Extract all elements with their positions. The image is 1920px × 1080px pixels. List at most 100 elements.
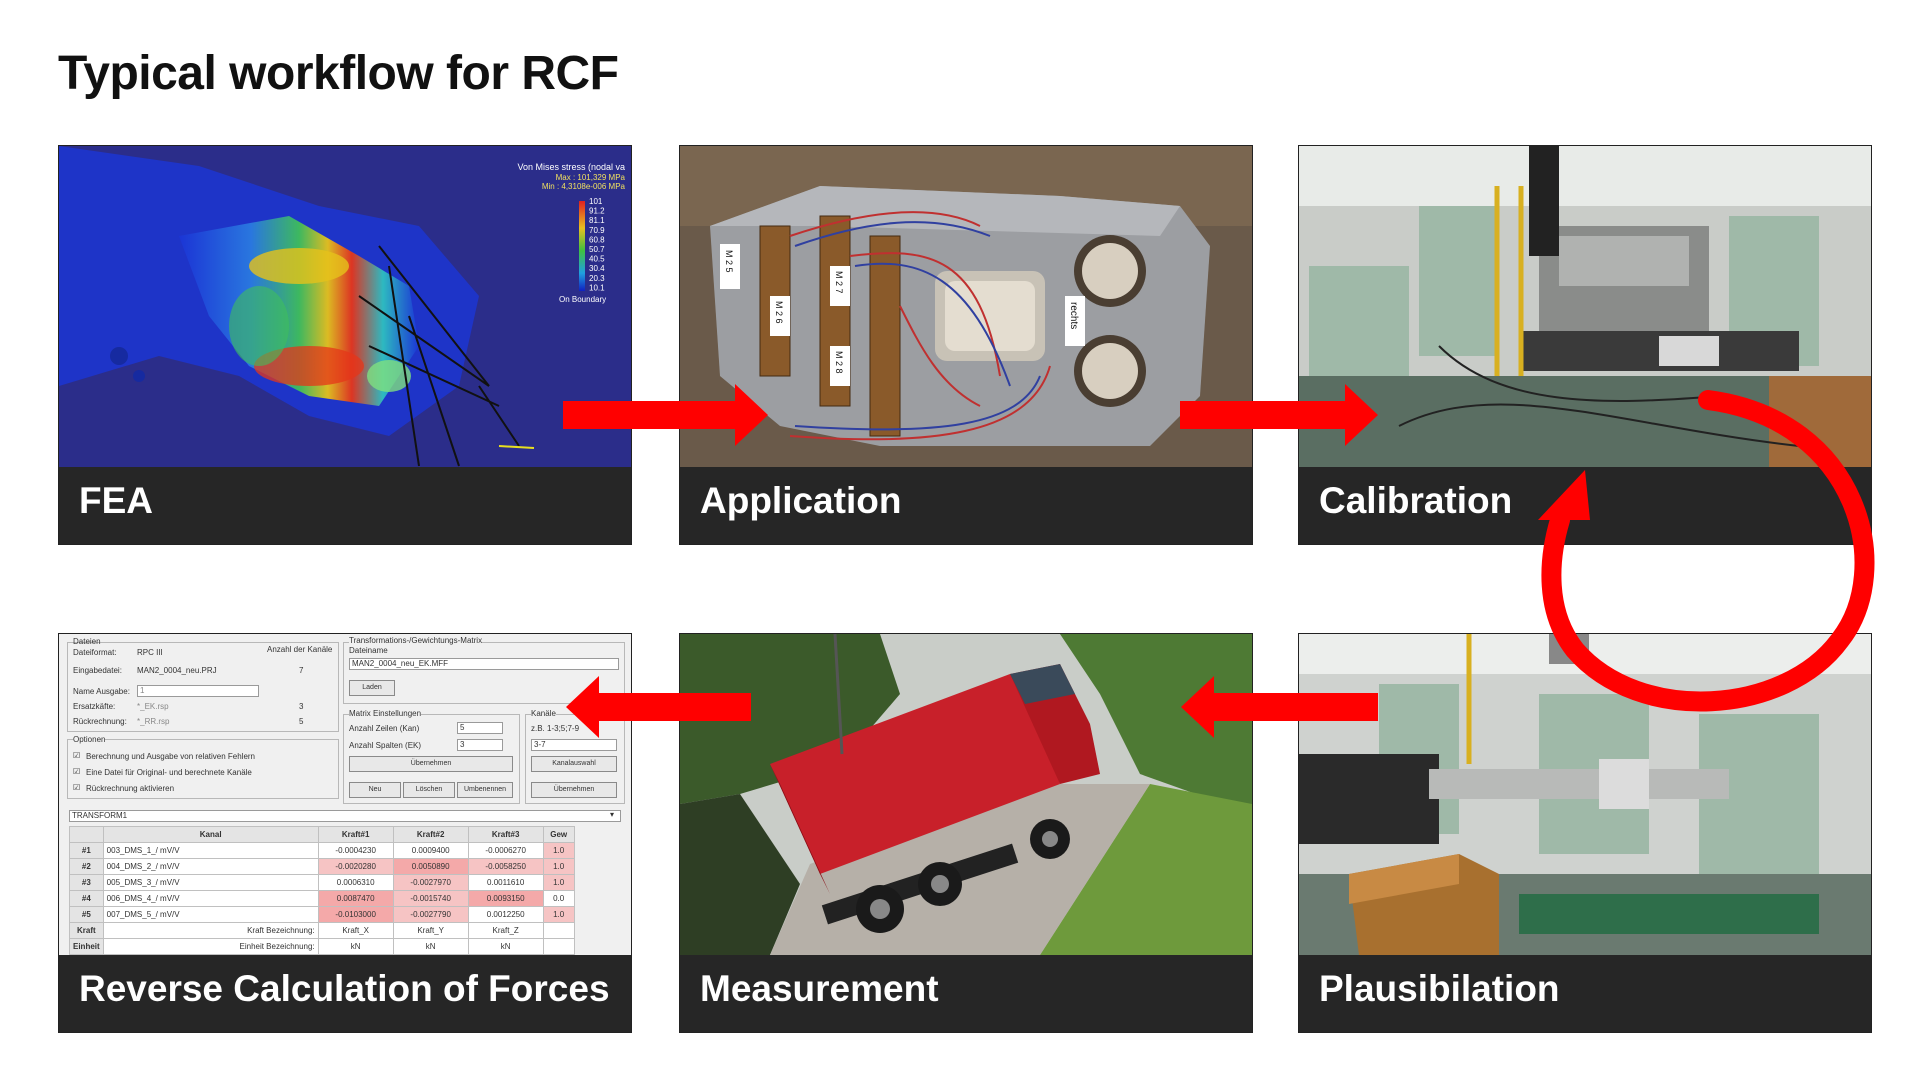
dateiname-value: MAN2_0004_neu_EK.MFF <box>352 659 449 668</box>
dateien-label: Dateien <box>73 637 101 646</box>
ersatzkaefte-label: Ersatzkäfte: <box>73 702 116 711</box>
cell[interactable]: 0.0093150 <box>467 890 544 907</box>
cell[interactable]: -0.0004230 <box>317 842 394 859</box>
ersatzkaefte-value: *_EK.rsp <box>137 702 169 711</box>
measurement-image <box>680 634 1252 955</box>
transform-select[interactable] <box>69 810 621 822</box>
dateiname-input[interactable] <box>349 658 619 670</box>
step-label: Application <box>700 480 902 521</box>
calibration-image <box>1299 146 1871 467</box>
cell[interactable]: Kraft_Z <box>467 922 544 939</box>
dateiformat-value: RPC III <box>137 648 163 657</box>
cell[interactable]: 0.0087470 <box>317 890 394 907</box>
anzahl-zeilen-value: 5 <box>460 723 465 732</box>
option-label: Eine Datei für Original- und berechnete … <box>86 768 252 777</box>
step-label: Measurement <box>700 968 939 1009</box>
eingabedatei-count: 7 <box>299 666 304 675</box>
cell[interactable]: -0.0027790 <box>392 906 469 923</box>
row-id: #1 <box>69 842 104 859</box>
cell[interactable]: 0.0006310 <box>317 874 394 891</box>
row-id: #5 <box>69 906 104 923</box>
name-ausgabe-input[interactable] <box>137 685 259 697</box>
umbenennen-button[interactable]: Umbenennen <box>457 782 513 798</box>
col-header: Kraft#1 <box>317 826 394 843</box>
neu-button[interactable]: Neu <box>349 782 401 798</box>
fea-legend-value: 60.8 <box>589 235 605 244</box>
rueckrechnung-label: Rückrechnung: <box>73 717 127 726</box>
fea-legend-title: Von Mises stress (nodal va <box>517 162 625 172</box>
col-header: Gew <box>542 826 575 843</box>
cell[interactable]: 1.0 <box>542 906 575 923</box>
cell[interactable]: -0.0027970 <box>392 874 469 891</box>
page-title: Typical workflow for RCF <box>58 47 619 100</box>
cell[interactable]: -0.0020280 <box>317 858 394 875</box>
ersatzkaefte-count: 3 <box>299 702 304 711</box>
application-image: M 2 5 M 2 6 M 2 7 M 2 8 rechts <box>680 146 1252 467</box>
cell[interactable]: Kraft_X <box>317 922 394 939</box>
cell[interactable]: -0.0006270 <box>467 842 544 859</box>
row-id: #2 <box>69 858 104 875</box>
cell[interactable]: kN <box>317 938 394 955</box>
anzahl-spalten-input[interactable] <box>457 739 503 751</box>
kanal-select[interactable]: 007_DMS_5_/ mV/V <box>102 906 319 923</box>
cell[interactable]: 0.0050890 <box>392 858 469 875</box>
cell[interactable]: 1.0 <box>542 874 575 891</box>
step-fea: Von Mises stress (nodal va Max : 101,329… <box>58 145 632 545</box>
fea-legend-value: 10.1 <box>589 283 605 292</box>
anzahl-zeilen-label: Anzahl Zeilen (Kan) <box>349 724 420 733</box>
cell[interactable]: kN <box>467 938 544 955</box>
option-checkbox[interactable]: ☑ <box>73 783 81 792</box>
kraft-bez-label: Kraft Bezeichnung: <box>102 922 319 939</box>
dateiformat-label: Dateiformat: <box>73 648 117 657</box>
loeschen-button[interactable]: Löschen <box>403 782 455 798</box>
cell[interactable]: 0.0 <box>542 890 575 907</box>
fea-legend-value: 70.9 <box>589 226 605 235</box>
matrix-settings-label: Matrix Einstellungen <box>349 709 422 718</box>
cell[interactable]: 1.0 <box>542 858 575 875</box>
row-id: Kraft <box>69 922 104 939</box>
matrix-group-label: Transformations-/Gewichtungs-Matrix <box>349 636 483 645</box>
kanal-select[interactable]: 003_DMS_1_/ mV/V <box>102 842 319 859</box>
cell[interactable]: Kraft_Y <box>392 922 469 939</box>
kanaele-input[interactable] <box>531 739 617 751</box>
option-checkbox[interactable]: ☑ <box>73 751 81 760</box>
kanal-select[interactable]: 005_DMS_3_/ mV/V <box>102 874 319 891</box>
col-header: Kraft#3 <box>467 826 544 843</box>
kanal-select[interactable]: 006_DMS_4_/ mV/V <box>102 890 319 907</box>
gauge-label: M 2 5 <box>724 250 734 273</box>
fea-legend-max: Max : 101,329 MPa <box>556 173 626 182</box>
step-calibration: Calibration <box>1298 145 1872 545</box>
cell[interactable]: 0.0011610 <box>467 874 544 891</box>
kanaele-hint: z.B. 1-3;5;7-9 <box>531 724 580 733</box>
cell[interactable]: -0.0015740 <box>392 890 469 907</box>
anzahl-kanaele-label: Anzahl der Kanäle <box>267 645 333 654</box>
step-measurement: Measurement <box>679 633 1253 1033</box>
option-label: Berechnung und Ausgabe von relativen Feh… <box>86 752 256 761</box>
cell[interactable]: 0.0009400 <box>392 842 469 859</box>
step-label: Plausibilation <box>1319 968 1560 1009</box>
cell[interactable]: 0.0012250 <box>467 906 544 923</box>
cell[interactable]: kN <box>392 938 469 955</box>
kanal-select[interactable]: 004_DMS_2_/ mV/V <box>102 858 319 875</box>
step-label: FEA <box>79 480 153 521</box>
rueckrechnung-count: 5 <box>299 717 304 726</box>
cell[interactable]: 1.0 <box>542 842 575 859</box>
table-row: #4 006_DMS_4_/ mV/V 0.0087470 -0.0015740… <box>69 890 575 907</box>
kanalauswahl-button[interactable]: Kanalauswahl <box>531 756 617 772</box>
fea-legend-value: 30.4 <box>589 264 605 273</box>
anzahl-zeilen-input[interactable] <box>457 722 503 734</box>
cell[interactable]: -0.0103000 <box>317 906 394 923</box>
laden-button[interactable]: Laden <box>349 680 395 696</box>
fea-legend-value: 20.3 <box>589 274 605 283</box>
uebernehmen-button[interactable]: Übernehmen <box>349 756 513 772</box>
cell[interactable]: -0.0058250 <box>467 858 544 875</box>
optionen-label: Optionen <box>73 735 106 744</box>
step-label: Reverse Calculation of Forces <box>79 968 610 1009</box>
transform-select-value: TRANSFORM1 <box>72 811 128 820</box>
row-id: Einheit <box>69 938 104 955</box>
uebernehmen2-button[interactable]: Übernehmen <box>531 782 617 798</box>
kanaele-label: Kanäle <box>531 709 556 718</box>
step-label: Calibration <box>1319 480 1513 521</box>
option-label: Rückrechnung aktivieren <box>86 784 175 793</box>
option-checkbox[interactable]: ☑ <box>73 767 81 776</box>
